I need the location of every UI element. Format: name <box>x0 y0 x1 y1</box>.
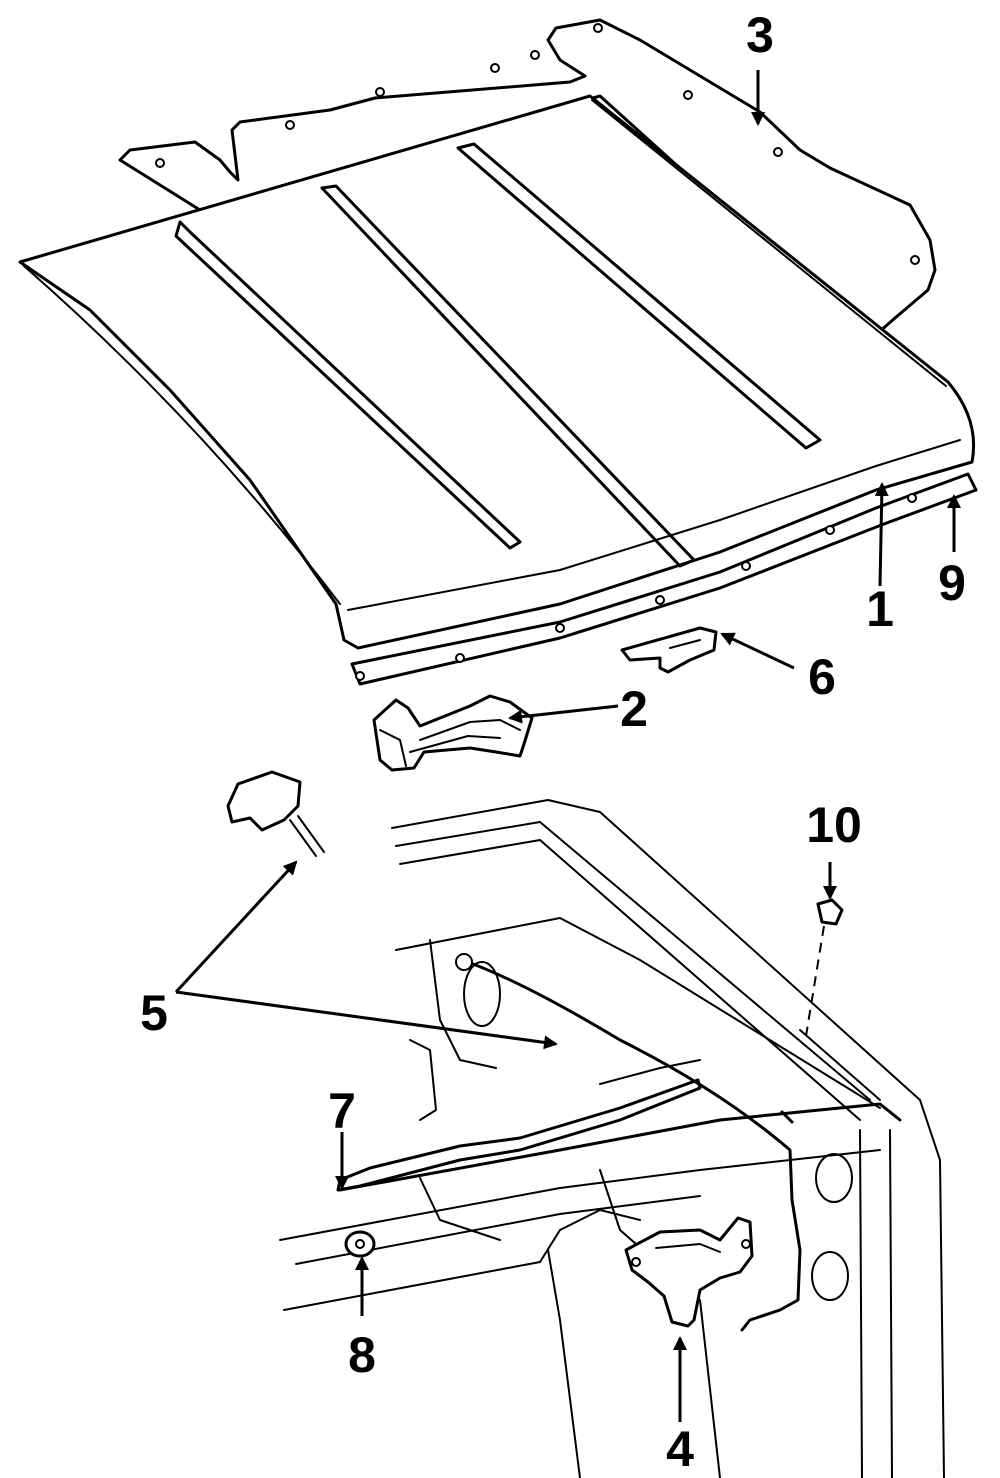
callout-labels: 3 1 9 6 2 10 5 7 8 4 <box>140 7 966 1477</box>
callout-1: 1 <box>866 581 894 637</box>
callout-3: 3 <box>746 7 774 63</box>
hood-safety-catch <box>620 626 718 674</box>
callout-2: 2 <box>620 681 648 737</box>
callout-6: 6 <box>808 649 836 705</box>
hood-prop-rod <box>336 1078 702 1192</box>
hood-release-handle <box>226 770 325 857</box>
leader-lines <box>174 70 961 1422</box>
callout-5: 5 <box>140 985 168 1041</box>
hood-panel <box>18 94 976 650</box>
hood-front-molding <box>350 472 978 686</box>
callout-9: 9 <box>938 555 966 611</box>
hood-insulation-pad <box>118 18 937 342</box>
callout-4: 4 <box>666 1421 694 1477</box>
hood-release-cable <box>455 953 802 1332</box>
hood-hinge <box>372 694 534 772</box>
callout-7: 7 <box>328 1083 356 1139</box>
latch-bumper <box>816 898 844 926</box>
callout-10: 10 <box>806 797 862 853</box>
hood-latch <box>624 1216 754 1328</box>
prop-rod-retainer <box>344 1230 376 1258</box>
vehicle-body-structure <box>279 799 945 1478</box>
callout-8: 8 <box>348 1327 376 1383</box>
